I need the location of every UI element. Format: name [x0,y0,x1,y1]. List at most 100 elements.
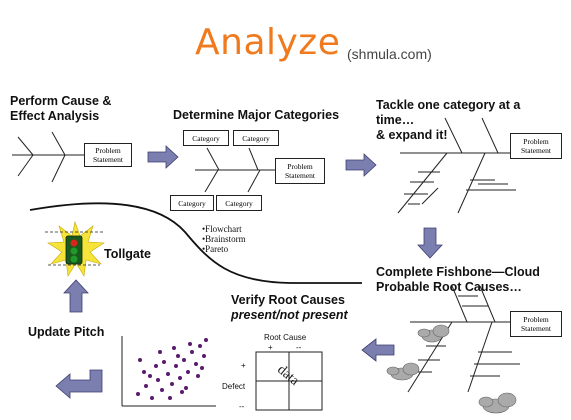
scatter-plot [121,336,216,407]
scatter-point [154,364,158,368]
arrow-down-icon [417,227,443,259]
fishbone-bone [479,285,496,323]
fishbone-bone [457,152,486,214]
scatter-point [176,354,180,358]
step-perform-line-1: Perform Cause & [10,94,112,108]
scatter-point [142,370,146,374]
cloud-icon [417,324,450,343]
scatter-point [190,350,194,354]
arrow-left-icon [361,338,395,362]
scatter-point [160,388,164,392]
fishbone-bone [206,147,220,171]
scatter-point [144,384,148,388]
matrix-top-minus: -- [296,343,302,352]
fishbone-bone [51,154,66,183]
scatter-point [188,342,192,346]
step-perform-label: Perform Cause & Effect Analysis [10,94,111,124]
box-line-1: Problem [523,137,549,146]
fishbone-bone [17,136,34,156]
box-line-1: Problem [287,162,313,171]
scatter-point [156,378,160,382]
fishbone-bone [481,117,499,154]
scatter-point [158,350,162,354]
method-brainstorm: •Brainstorm [202,234,246,244]
arrow-right-icon [147,145,179,169]
matrix-title: Root Cause [264,333,307,342]
step-complete-line-2: Probable Root Causes… [376,280,522,294]
method-pareto: •Pareto [202,244,229,254]
box-line-2: Statement [521,146,551,155]
fishbone-cloud [407,285,520,393]
scatter-point [196,374,200,378]
fishbone-bone [247,169,261,193]
scatter-point [200,366,204,370]
traffic-light-icon [65,235,83,265]
scatter-point [202,354,206,358]
step-verify-sublabel: present/not present [231,308,348,322]
box-line-1: Problem [523,315,549,324]
scatter-point [168,396,172,400]
verify-matrix [255,351,323,411]
scatter-point [172,346,176,350]
cloud-icon [478,392,517,414]
scatter-point [186,370,190,374]
fishbone-bone [204,169,219,193]
step-determine-label: Determine Major Categories [173,108,340,122]
scatter-point [148,374,152,378]
fishbone-expanded [397,117,516,214]
box-line-2: Statement [93,155,123,164]
fishbone-simple [12,131,95,183]
arrow-right-icon [345,153,377,177]
step-update-label: Update Pitch [28,325,105,339]
scatter-point [174,364,178,368]
tollgate-label: Tollgate [104,247,151,261]
matrix-side-minus: -- [239,402,245,411]
scatter-point [138,358,142,362]
scatter-point [198,344,202,348]
fishbone-bone [451,285,468,323]
step-perform-line-2: Effect Analysis [10,109,100,123]
scatter-point [182,358,186,362]
cloud-icon [386,362,420,381]
fishbone-bone [17,154,34,177]
category-box: Category [183,130,229,146]
method-flowchart: •Flowchart [202,224,242,234]
box-line-2: Statement [521,324,551,333]
step-verify-label: Verify Root Causes [231,293,345,307]
methods-list: •Flowchart •Brainstorm •Pareto [202,224,246,254]
fishbone-bone [467,321,493,393]
scatter-point [184,386,188,390]
fishbone-bone [397,152,448,214]
fishbone-bone [444,117,463,154]
credit-text: (shmula.com) [347,46,432,62]
page-title: Analyze [195,22,341,63]
scatter-point [204,338,208,342]
category-box: Category [216,195,262,211]
scatter-point [166,372,170,376]
matrix-top-plus: + [268,343,273,352]
scatter-point [178,376,182,380]
step-tackle-line-1: Tackle one category at a [376,98,521,112]
scatter-point [194,362,198,366]
box-line-2: Statement [285,171,315,180]
divider-curve [29,202,362,284]
step-tackle-line-3: & expand it! [376,128,448,142]
fishbone-bone [248,147,259,171]
step-tackle-line-2: time… [376,113,415,127]
fishbone-bone [51,131,66,156]
fishbone-categories [195,147,276,193]
arrow-up-icon [63,279,89,313]
arrow-return-icon [55,369,103,399]
scatter-point [170,382,174,386]
step-complete-label: Complete Fishbone—Cloud Probable Root Ca… [376,265,540,295]
matrix-side-label: Defect [222,382,246,391]
scatter-point [150,396,154,400]
scatter-point [180,390,184,394]
matrix-side-plus: + [241,361,246,370]
